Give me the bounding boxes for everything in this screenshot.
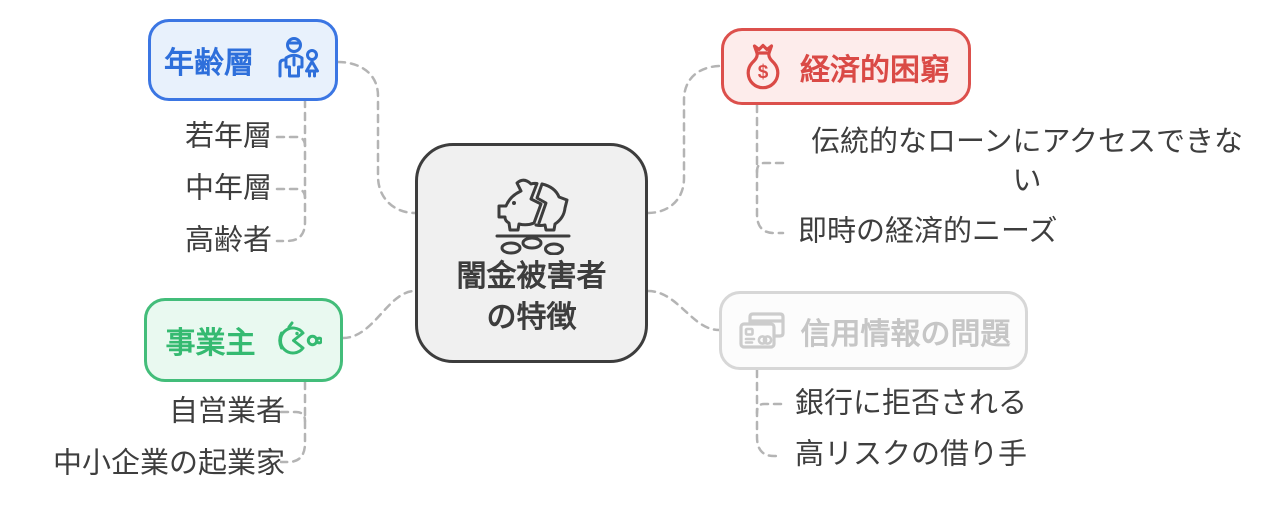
- child-item-credit-1[interactable]: 銀行に拒否される: [795, 387, 1028, 420]
- child-item-economic-1[interactable]: 伝統的なローンにアクセスできない: [810, 126, 1244, 197]
- credit-cards-icon: [737, 309, 787, 353]
- connector-age-to-center: [336, 60, 417, 215]
- child-item-age-3[interactable]: 高齢者: [184, 224, 272, 257]
- branch-node-credit[interactable]: 信用情報の問題: [719, 291, 1028, 370]
- branch-node-economic[interactable]: $ 経済的困窮: [721, 28, 971, 105]
- branch-node-credit-label: 信用情報の問題: [800, 317, 1011, 351]
- branch-node-business[interactable]: 事業主: [144, 298, 343, 382]
- child-item-credit-2[interactable]: 高リスクの借り手: [795, 438, 1028, 471]
- connector-center-to-economic: [646, 64, 723, 215]
- svg-text:$: $: [758, 62, 769, 83]
- connector-business-to-center: [341, 289, 417, 340]
- branch-node-age-label: 年齢層: [164, 47, 254, 80]
- connector-age-child-2: [275, 187, 307, 200]
- center-node-label-line2: の特徴: [486, 301, 577, 334]
- center-node-label-line1: 闇金被害者: [456, 260, 607, 293]
- child-item-economic-2[interactable]: 即時の経済的ニーズ: [798, 215, 1058, 248]
- branch-node-business-label: 事業主: [165, 327, 256, 360]
- branch-node-economic-label: 経済的困窮: [800, 53, 950, 87]
- money-bag-icon: $: [742, 42, 784, 92]
- connector-economic-child-1: [755, 161, 785, 174]
- connector-economic-trunk: [755, 103, 785, 235]
- child-item-business-2[interactable]: 中小企業の起業家: [52, 447, 285, 480]
- fish-icon: [276, 320, 322, 360]
- branch-node-age[interactable]: 年齢層: [148, 19, 338, 101]
- broken-piggy-bank-icon: [489, 173, 575, 255]
- connector-center-to-credit: [646, 289, 721, 332]
- child-item-age-1[interactable]: 若年層: [184, 120, 272, 153]
- child-item-age-2[interactable]: 中年層: [184, 172, 272, 205]
- child-item-business-1[interactable]: 自営業者: [168, 395, 285, 428]
- connector-credit-child-1: [755, 402, 783, 415]
- family-icon: [274, 36, 322, 84]
- connector-age-child-1: [275, 135, 307, 148]
- connector-age-trunk: [275, 98, 307, 243]
- center-node[interactable]: 闇金被害者 の特徴: [415, 143, 648, 363]
- connector-credit-trunk: [755, 368, 783, 458]
